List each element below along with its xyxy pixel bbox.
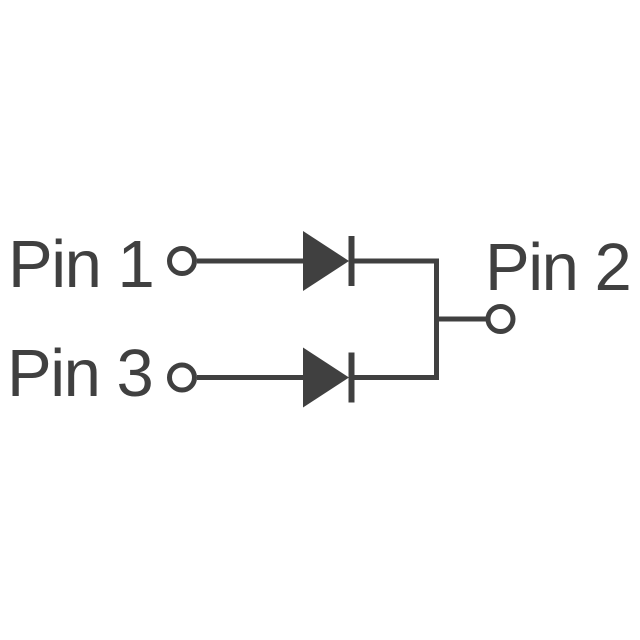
common-cathode-bus-wire — [354, 258, 439, 380]
diode1-anode-triangle-icon — [303, 231, 349, 291]
diode1-cathode-bar-icon — [348, 236, 355, 286]
pin3-terminal-circle-icon — [167, 362, 197, 393]
pin3-label: Pin 3 — [7, 336, 152, 411]
pin1-terminal-circle-icon — [167, 246, 197, 276]
pin2-terminal-circle-icon — [485, 304, 516, 334]
diode2-anode-triangle-icon — [303, 347, 349, 408]
pin1-label: Pin 1 — [8, 227, 153, 302]
diode2-cathode-bar-icon — [348, 352, 355, 403]
pin2-label: Pin 2 — [485, 230, 630, 305]
